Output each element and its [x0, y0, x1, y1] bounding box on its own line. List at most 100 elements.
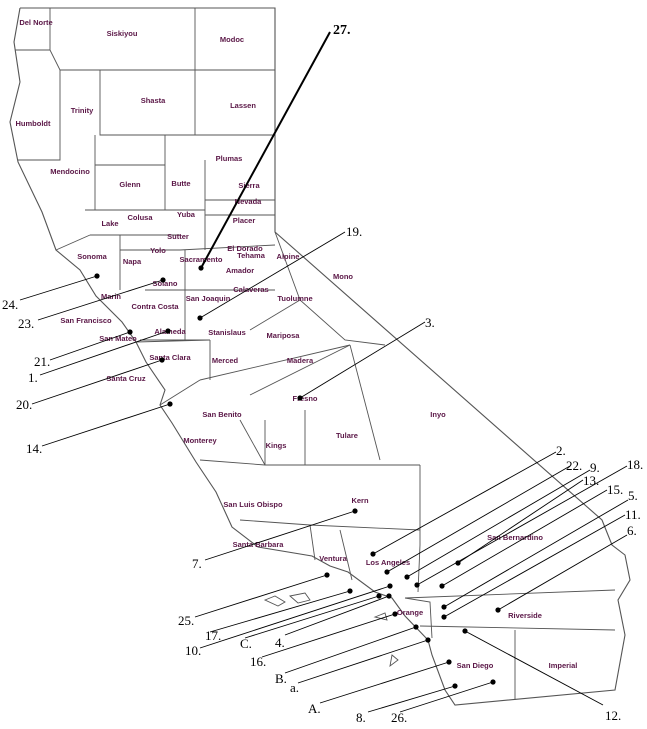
county-border — [135, 339, 211, 343]
county-label-kings: Kings — [266, 441, 287, 450]
location-dot-24 — [94, 273, 100, 279]
location-dot-16 — [392, 611, 398, 617]
callout-label-5: 5. — [628, 488, 638, 503]
county-label-sacramento: Sacramento — [180, 255, 223, 264]
county-label-tuolumne: Tuolumne — [277, 294, 312, 303]
callout-label-1: 1. — [28, 370, 38, 385]
county-label-imperial: Imperial — [549, 661, 578, 670]
county-border — [194, 70, 275, 136]
county-label-amador: Amador — [226, 266, 254, 275]
callout-label-14: 14. — [26, 441, 42, 456]
county-border — [179, 244, 276, 251]
callout-label-a: A. — [308, 701, 321, 716]
county-label-san-joaquin: San Joaquin — [186, 294, 231, 303]
callout-label-13: 13. — [583, 473, 599, 488]
callout-leader-8 — [367, 685, 456, 713]
county-border — [55, 234, 91, 251]
county-label-los-angeles: Los Angeles — [366, 558, 410, 567]
county-border — [404, 597, 433, 639]
location-dot-12 — [462, 628, 468, 634]
county-label-el-dorado: El Dorado — [227, 244, 263, 253]
county-label-san-francisco: San Francisco — [60, 316, 112, 325]
callout-leader-20 — [31, 359, 163, 405]
callout-leader-24 — [19, 275, 98, 301]
callout-leader-27 — [200, 31, 331, 269]
county-label-sonoma: Sonoma — [77, 252, 107, 261]
location-dot-a — [446, 659, 452, 665]
county-label-kern: Kern — [351, 496, 369, 505]
location-dot-10 — [387, 583, 393, 589]
callout-leader-7 — [204, 510, 356, 561]
county-label-santa-barbara: Santa Barbara — [233, 540, 285, 549]
county-label-mariposa: Mariposa — [267, 331, 301, 340]
callout-label-4: 4. — [275, 635, 285, 650]
island — [389, 654, 399, 668]
county-border — [239, 519, 311, 526]
county-label-contra-costa: Contra Costa — [131, 302, 179, 311]
county-label-humboldt: Humboldt — [16, 119, 51, 128]
county-border — [199, 344, 351, 381]
county-label-napa: Napa — [123, 257, 142, 266]
callout-leader-25 — [194, 574, 328, 618]
location-dot-21 — [127, 329, 133, 335]
callout-label-17: 17. — [205, 628, 221, 643]
county-label-ventura: Ventura — [319, 554, 347, 563]
county-label-siskiyou: Siskiyou — [107, 29, 138, 38]
callout-leader-17 — [209, 590, 351, 633]
county-label-glenn: Glenn — [119, 180, 141, 189]
county-border — [274, 231, 386, 346]
county-label-orange: Orange — [397, 608, 423, 617]
location-dot-9 — [404, 574, 410, 580]
location-dot-1 — [165, 328, 171, 334]
location-dot-25 — [324, 572, 330, 578]
location-dot-8 — [452, 683, 458, 689]
location-dot-14 — [167, 401, 173, 407]
county-label-modoc: Modoc — [220, 35, 244, 44]
county-border — [309, 524, 421, 531]
county-label-mendocino: Mendocino — [50, 167, 90, 176]
callout-leader-26 — [399, 681, 494, 713]
callout-leader-5 — [443, 499, 629, 608]
county-border — [99, 70, 195, 136]
county-border — [404, 589, 616, 599]
location-dot-c — [376, 593, 382, 599]
callout-label-11: 11. — [625, 507, 641, 522]
location-dot-11 — [441, 614, 447, 620]
callout-label-18: 18. — [627, 457, 643, 472]
callout-leader-16 — [261, 613, 396, 658]
location-dot-5 — [441, 604, 447, 610]
county-label-riverside: Riverside — [508, 611, 542, 620]
location-dot-7 — [352, 508, 358, 514]
callout-label-16: 16. — [250, 654, 266, 669]
county-label-tehama: Tehama — [237, 251, 266, 260]
callout-label-15: 15. — [607, 482, 623, 497]
county-label-tulare: Tulare — [336, 431, 358, 440]
location-dot-15 — [439, 583, 445, 589]
county-label-san-benito: San Benito — [202, 410, 242, 419]
callout-label-19: 19. — [346, 224, 362, 239]
callout-label-12: 12. — [605, 708, 621, 723]
county-label-lake: Lake — [101, 219, 118, 228]
county-border — [249, 344, 351, 396]
callout-leader-a — [319, 661, 450, 704]
callout-leader-a — [297, 639, 429, 684]
island — [263, 595, 286, 607]
callout-leader-6 — [497, 534, 628, 611]
callout-label-6: 6. — [627, 523, 637, 538]
callout-leader-11 — [443, 514, 626, 618]
location-dot-26 — [490, 679, 496, 685]
callout-label-3: 3. — [425, 315, 435, 330]
location-dot-13 — [455, 560, 461, 566]
county-label-san-diego: San Diego — [457, 661, 494, 670]
callout-leader-18 — [416, 465, 628, 586]
county-label-madera: Madera — [287, 356, 314, 365]
county-label-san-bernardino: San Bernardino — [487, 533, 543, 542]
callout-label-22: 22. — [566, 458, 582, 473]
callout-label-26: 26. — [391, 710, 407, 725]
callout-label-8: 8. — [356, 710, 366, 725]
county-label-santa-cruz: Santa Cruz — [106, 374, 145, 383]
callout-leader-19 — [199, 231, 346, 319]
county-label-butte: Butte — [171, 179, 190, 188]
